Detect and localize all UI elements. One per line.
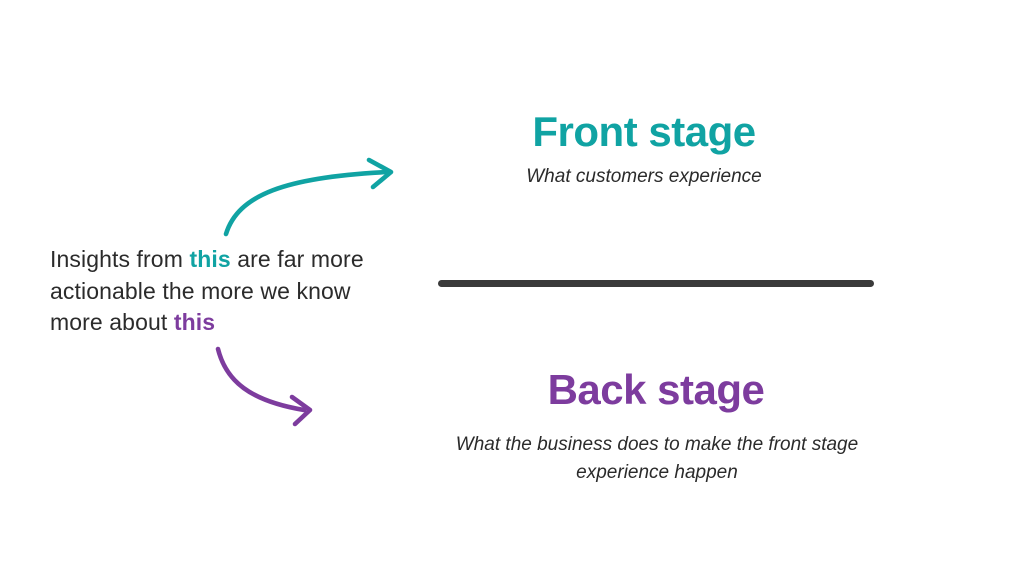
annotation-this-backstage: this	[173, 309, 216, 335]
annotation-segment: Insights from	[50, 246, 190, 272]
front-stage-title: Front stage	[532, 108, 756, 155]
front-stage-subtitle: What customers experience	[526, 166, 762, 187]
annotation-line-3: more about this	[50, 307, 430, 339]
annotation-line-1: Insights from this are far more	[50, 244, 430, 276]
annotation-segment: are far more	[230, 246, 364, 272]
annotation-this-frontstage: this	[189, 246, 231, 272]
curved-arrow-down-right-icon	[215, 346, 313, 427]
curved-arrow-up-right-icon	[223, 157, 394, 237]
annotation-segment: actionable the more we know	[50, 277, 351, 304]
annotation-segment: more about	[50, 309, 174, 335]
annotation-line-2: actionable the more we know	[50, 276, 430, 308]
annotation-text: Insights from this are far more actionab…	[50, 244, 430, 339]
divider-line	[438, 280, 874, 287]
back-stage-title: Back stage	[547, 366, 765, 413]
back-stage-subtitle: What the business does to make the front…	[455, 434, 859, 483]
